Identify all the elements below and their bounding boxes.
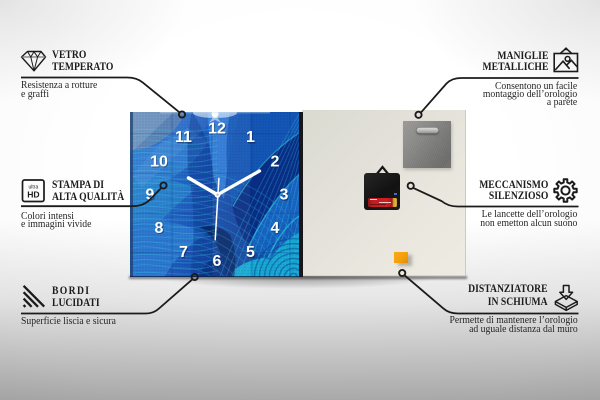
svg-text:4: 4 [271, 219, 280, 236]
svg-text:8: 8 [155, 221, 164, 238]
svg-text:3: 3 [280, 187, 289, 204]
svg-text:12: 12 [208, 120, 226, 137]
svg-text:1: 1 [246, 129, 255, 146]
svg-text:6: 6 [213, 253, 222, 270]
svg-text:5: 5 [247, 245, 256, 262]
svg-text:10: 10 [151, 154, 169, 171]
svg-text:9: 9 [146, 187, 155, 204]
svg-text:11: 11 [175, 129, 192, 146]
svg-text:6: 6 [213, 254, 222, 271]
svg-text:3: 3 [280, 186, 289, 203]
svg-text:HD: HD [27, 190, 39, 200]
svg-text:12: 12 [209, 121, 227, 138]
svg-text:9: 9 [146, 186, 155, 203]
svg-text:11: 11 [176, 130, 193, 147]
svg-text:2: 2 [271, 153, 280, 170]
svg-text:1: 1 [247, 130, 256, 147]
svg-text:7: 7 [180, 245, 189, 262]
svg-text:10: 10 [150, 153, 168, 170]
svg-text:2: 2 [271, 154, 280, 171]
svg-text:4: 4 [271, 221, 280, 238]
svg-text:5: 5 [246, 244, 255, 261]
svg-text:ultra: ultra [29, 184, 39, 190]
svg-text:7: 7 [179, 244, 188, 261]
svg-text:8: 8 [155, 219, 164, 236]
